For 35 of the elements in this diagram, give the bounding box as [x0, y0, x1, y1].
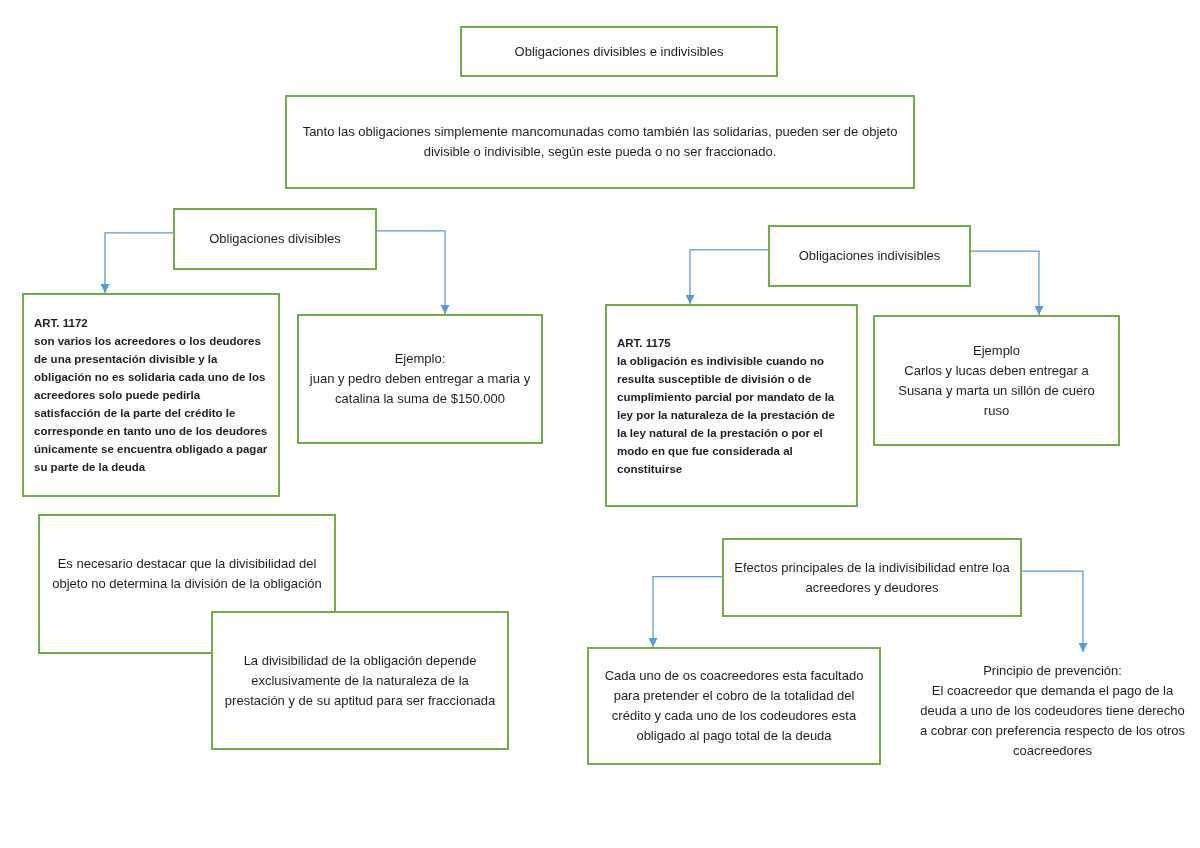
arrow: [100, 232, 174, 294]
example-heading: Ejemplo: [973, 341, 1020, 360]
concept-box: [587, 647, 881, 765]
concept-box: [722, 538, 1022, 617]
intro-text: Tanto las obligaciones simplemente mancomunadas como también las solidarias, pueden ser de objeto divisible o indivisible, según este pueda o no ser fraccionado.: [301, 123, 899, 161]
note-text: La divisibilidad de la obligación depende exclusivamente de la naturaleza de la prestación y de su aptitud para ser fraccionada: [223, 651, 497, 710]
effects-heading: Efectos principales de la indivisibilidad entre loa acreedores y deudores: [734, 558, 1010, 597]
title-text: Obligaciones divisibles e indivisibles: [514, 42, 724, 61]
arrow: [648, 576, 723, 648]
article-text: son varios los acreedores o los deudores de una presentación divisible y la obligación no es solidaria cada uno de los acreedores solo puede pedirla satisfacción de la parte del crédito le corresponde en tanto uno de los deudores únicamente se encuentra obligado a pagar su parte de la deuda: [34, 334, 268, 475]
article-heading: ART. 1175: [617, 335, 671, 351]
concept-box: [173, 208, 377, 270]
example-text: Carlos y lucas deben entregar a Susana y marta un sillón de cuero ruso: [897, 361, 1096, 420]
concept-box: [605, 304, 858, 507]
principle-heading: Principio de prevención:: [983, 662, 1122, 680]
effect-text: Cada uno de os coacreedores esta facultado para pretender el cobro de la totalidad del crédito y cada uno de los codeudores esta obligado al pago total de la deuda: [603, 667, 865, 745]
arrow: [1021, 570, 1088, 653]
concept-box: [297, 314, 543, 444]
article-text: la obligación es indivisible cuando no resulta susceptible de división o de cumplimiento parcial por mandato de la ley por la naturaleza de la prestación de la ley natural de la prestación o por el modo en que fue considerada al constituirse: [617, 353, 836, 477]
concept-box: [768, 225, 971, 287]
concept-box: [460, 26, 778, 77]
concept-box: [285, 95, 915, 189]
concept-box: [873, 315, 1120, 446]
note-text: Es necesario destacar que la divisibilidad del objeto no determina la división de la obligación: [51, 555, 323, 593]
principle-text: El coacreedor que demanda el pago de la deuda a uno de los codeudores tiene derecho a cobrar con preferencia respecto de los otros coacreedores: [918, 682, 1187, 760]
concept-box: [22, 293, 280, 497]
example-heading: Ejemplo:: [394, 350, 446, 368]
example-text: juan y pedro deben entregar a maria y catalina la suma de $150.000: [309, 370, 531, 408]
arrow: [970, 250, 1044, 316]
category-label: Obligaciones divisibles: [209, 230, 341, 248]
arrow: [376, 230, 450, 315]
concept-box: [211, 611, 509, 750]
article-heading: ART. 1172: [34, 316, 88, 331]
category-label: Obligaciones indivisibles: [798, 247, 941, 265]
arrow: [685, 249, 769, 305]
